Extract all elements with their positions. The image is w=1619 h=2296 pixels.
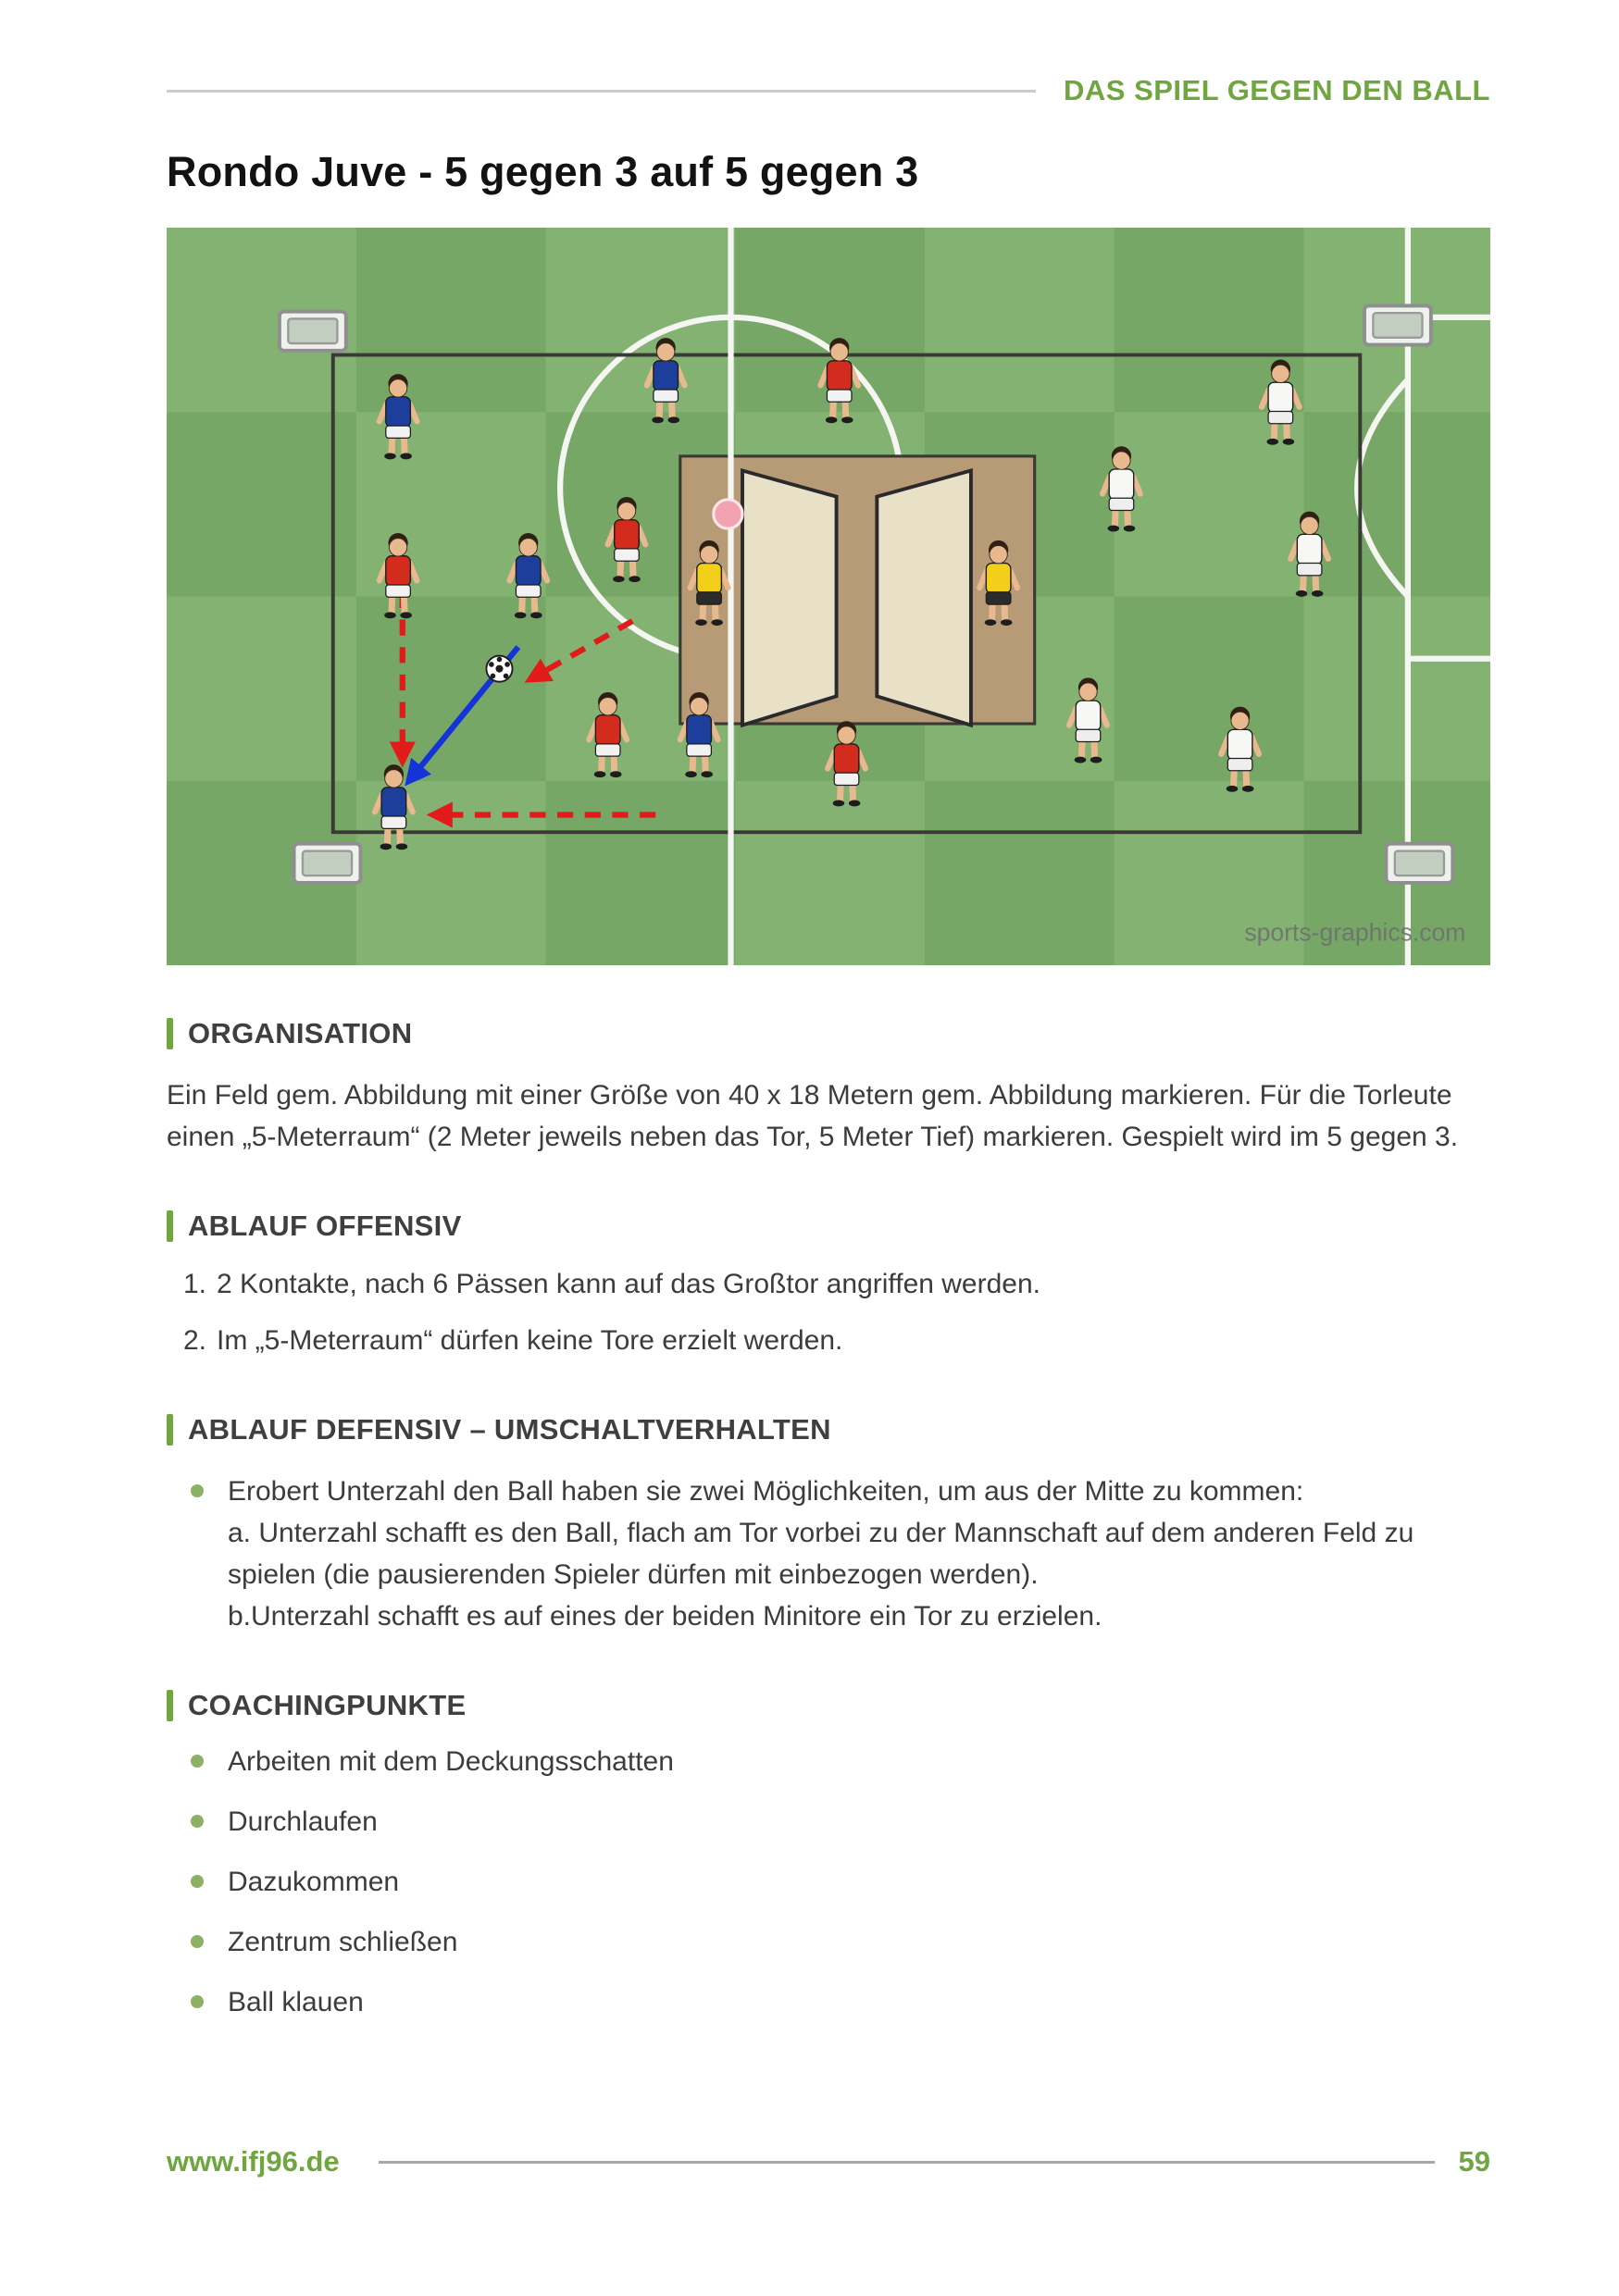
website-url: www.ifj96.de — [167, 2145, 340, 2178]
heading-accent-bar — [167, 1018, 173, 1049]
mini-goal-bottom-right — [1384, 841, 1455, 885]
watermark: sports-graphics.com — [1244, 918, 1465, 946]
player-blue — [677, 691, 721, 778]
section-heading-label: ORGANISATION — [188, 1017, 413, 1049]
page-header: DAS SPIEL GEGEN DEN BALL — [167, 74, 1490, 107]
page-title: Rondo Juve - 5 gegen 3 auf 5 gegen 3 — [167, 148, 919, 195]
penalty-arc — [1354, 377, 1411, 599]
section-heading-ablauf-offensiv: ABLAUF OFFENSIV — [167, 1210, 1490, 1243]
defensive-note-option-b: b.Unterzahl schafft es auf eines der bei… — [228, 1601, 1102, 1632]
big-goal-right — [875, 467, 973, 728]
list-item-text: Durchlaufen — [228, 1806, 378, 1837]
mini-goal-bottom-left — [292, 841, 363, 885]
big-goal-left — [741, 467, 839, 728]
player-white — [1100, 446, 1143, 532]
defensive-note-intro: Erobert Unterzahl den Ball haben sie zwe… — [228, 1476, 1304, 1507]
header-rule — [167, 89, 1036, 93]
section-heading-coachingpunkte: COACHINGPUNKTE — [167, 1689, 1490, 1722]
page-footer: www.ifj96.de 59 — [167, 2145, 1490, 2178]
player-blue — [506, 533, 551, 619]
heading-accent-bar — [167, 1414, 173, 1446]
list-item: Durchlaufen — [167, 1801, 1490, 1843]
bullet-icon — [191, 1935, 204, 1948]
footer-rule — [378, 2160, 1435, 2164]
list-item-text: Arbeiten mit dem Deckungsschatten — [228, 1746, 674, 1777]
section-heading-organisation: ORGANISATION — [167, 1017, 1490, 1050]
list-item: 1. 2 Kontakte, nach 6 Pässen kann auf da… — [167, 1263, 1490, 1305]
heading-accent-bar — [167, 1690, 173, 1721]
section-heading-ablauf-defensiv: ABLAUF DEFENSIV – UMSCHALTVERHALTEN — [167, 1413, 1490, 1446]
list-item-text: 2 Kontakte, nach 6 Pässen kann auf das G… — [217, 1269, 1040, 1299]
players-layer — [371, 338, 1332, 850]
bullet-icon — [191, 1875, 204, 1888]
list-item-text: Ball klauen — [228, 1987, 364, 2017]
list-item: Dazukommen — [167, 1861, 1490, 1903]
section-heading-label: COACHINGPUNKTE — [188, 1689, 467, 1721]
player-blue — [371, 764, 416, 850]
list-item-text: Zentrum schließen — [228, 1927, 458, 1957]
coaching-points-list: Arbeiten mit dem Deckungsschatten Durchl… — [167, 1741, 1490, 2023]
player-red — [586, 691, 630, 778]
bullet-icon — [191, 1995, 204, 2008]
list-item-number: 2. — [183, 1325, 207, 1356]
list-item-number: 1. — [183, 1269, 207, 1299]
player-keeper — [977, 540, 1021, 627]
keeper-zone — [679, 454, 1037, 726]
match-ball — [485, 654, 514, 683]
defensive-note: Erobert Unterzahl den Ball haben sie zwe… — [167, 1471, 1490, 1637]
mini-goal-top-right — [1363, 304, 1433, 347]
defensive-note-option-a: a. Unterzahl schafft es den Ball, flach … — [228, 1518, 1414, 1590]
red-dashed-arrow — [524, 618, 634, 683]
list-item: Ball klauen — [167, 1981, 1490, 2023]
list-item: 2. Im „5-Meterraum“ dürfen keine Tore er… — [167, 1320, 1490, 1361]
player-white — [1258, 359, 1302, 445]
player-keeper — [687, 540, 731, 627]
player-red — [376, 533, 420, 619]
player-blue — [376, 374, 420, 460]
section-heading-label: ABLAUF DEFENSIV – UMSCHALTVERHALTEN — [188, 1413, 831, 1446]
mini-goal-top-left — [277, 309, 348, 353]
player-white — [1066, 677, 1110, 763]
page-number: 59 — [1458, 2145, 1490, 2178]
offensive-rules-list: 1. 2 Kontakte, nach 6 Pässen kann auf da… — [167, 1263, 1490, 1361]
section-heading-label: ABLAUF OFFENSIV — [188, 1210, 462, 1242]
player-red — [817, 338, 862, 424]
document-page: DAS SPIEL GEGEN DEN BALL Rondo Juve - 5 … — [167, 74, 1490, 2023]
chapter-title: DAS SPIEL GEGEN DEN BALL — [1064, 74, 1490, 106]
field-diagram-svg: sports-graphics.com — [167, 228, 1490, 965]
organisation-text: Ein Feld gem. Abbildung mit einer Größe … — [167, 1080, 1459, 1152]
list-item-text: Dazukommen — [228, 1867, 400, 1897]
player-white — [1218, 706, 1263, 792]
player-red — [604, 496, 649, 583]
drill-diagram: sports-graphics.com — [167, 228, 1490, 965]
player-red — [825, 721, 868, 807]
center-spot-ball — [712, 498, 744, 530]
list-item: Arbeiten mit dem Deckungsschatten — [167, 1741, 1490, 1782]
player-blue — [643, 338, 688, 424]
bullet-icon — [191, 1815, 204, 1828]
defensive-note-text: Erobert Unterzahl den Ball haben sie zwe… — [228, 1471, 1490, 1637]
player-white — [1288, 511, 1332, 597]
list-item: Zentrum schließen — [167, 1921, 1490, 1963]
bullet-icon — [191, 1484, 204, 1497]
bullet-icon — [191, 1755, 204, 1768]
list-item-text: Im „5-Meterraum“ dürfen keine Tore erzie… — [217, 1325, 843, 1356]
heading-accent-bar — [167, 1210, 173, 1242]
